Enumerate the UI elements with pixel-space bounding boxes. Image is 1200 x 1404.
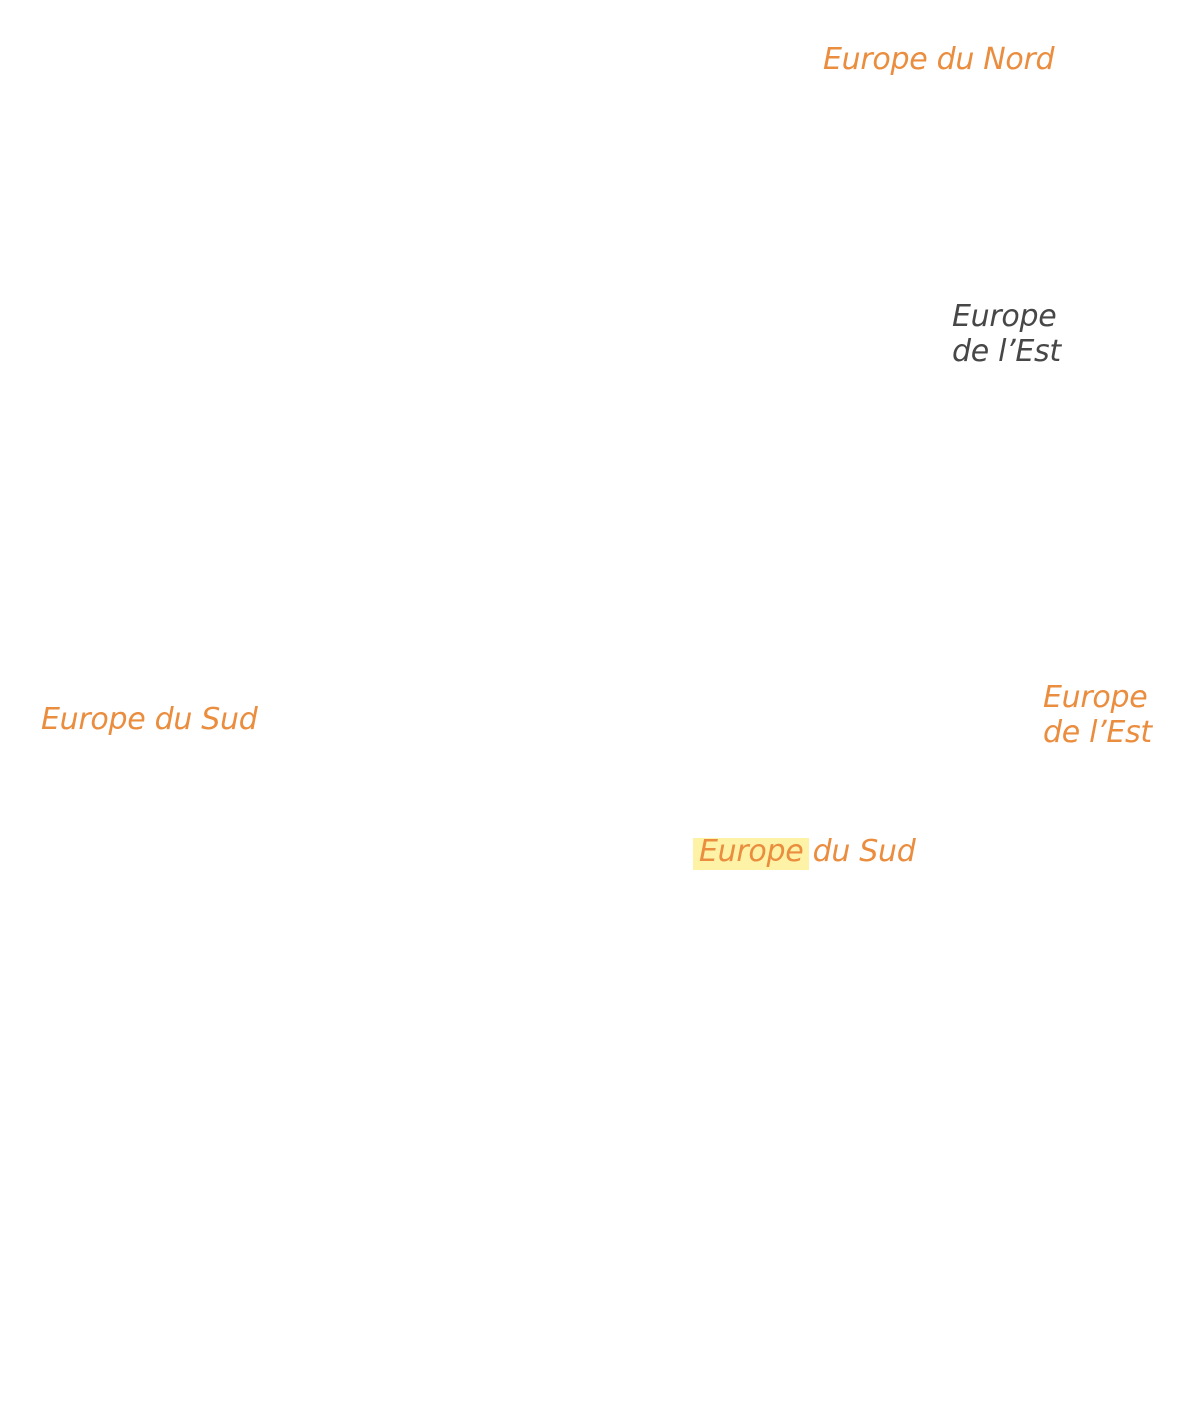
region-label-europe-de-lest-orange: Europe de l’Est xyxy=(1043,680,1152,750)
region-label-europe-du-nord: Europe du Nord xyxy=(823,42,1055,77)
region-label-line: Europe xyxy=(952,299,1057,334)
region-label-europe-du-sud-center: Europe du Sud xyxy=(699,834,916,869)
region-label-line: de l’Est xyxy=(952,334,1061,369)
region-label-europe-du-sud-left: Europe du Sud xyxy=(41,702,258,737)
region-label-europe-de-lest-dark: Europe de l’Est xyxy=(952,299,1061,369)
highlighted-word: Europe xyxy=(699,834,804,869)
region-label-line: Europe xyxy=(1043,680,1148,715)
region-label-rest: du Sud xyxy=(803,834,916,869)
region-label-line: de l’Est xyxy=(1043,715,1152,750)
